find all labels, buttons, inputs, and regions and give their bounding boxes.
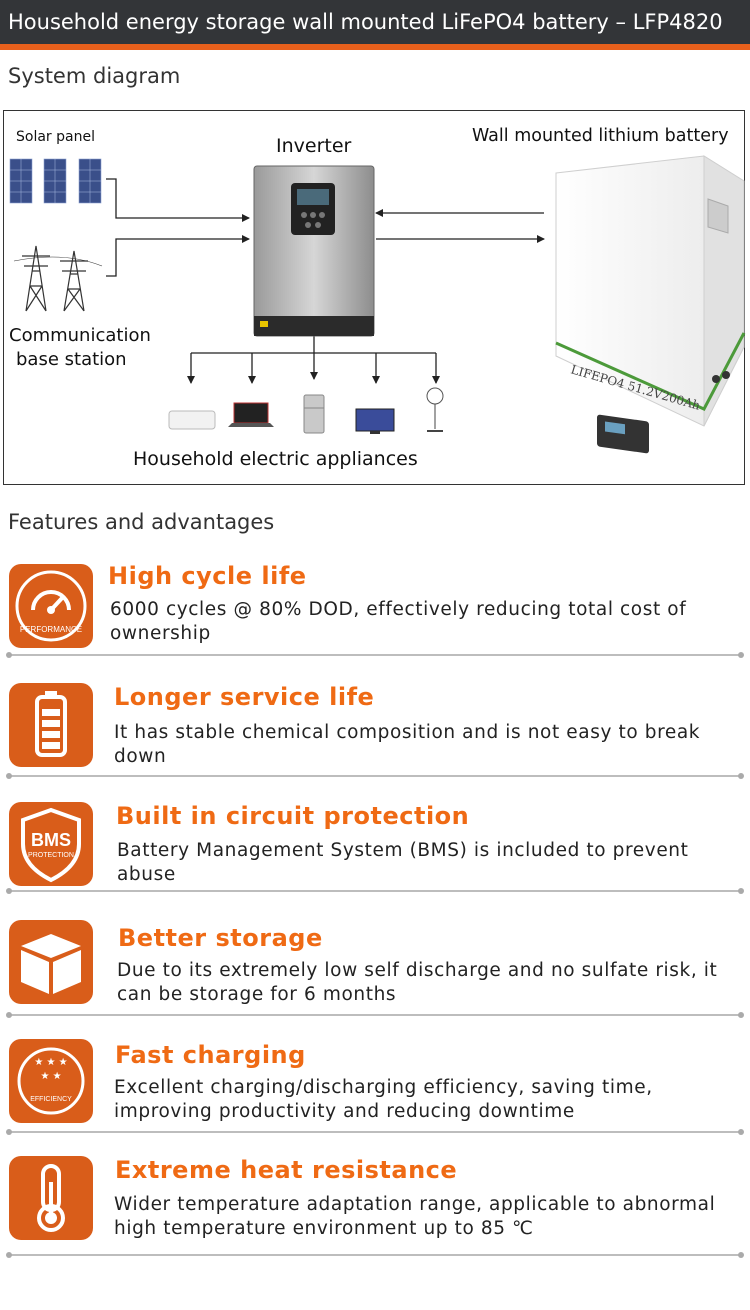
inverter-label: Inverter <box>276 135 352 157</box>
television-icon <box>355 408 395 434</box>
inverter-unit-icon <box>253 165 375 337</box>
feature-divider <box>6 652 744 658</box>
feature-title: Fast charging <box>115 1041 306 1069</box>
efficiency-stars-icon: ★ ★ ★ ★ ★ EFFICIENCY <box>9 1039 93 1123</box>
feature-description: It has stable chemical composition and i… <box>114 722 701 767</box>
svg-text:EFFICIENCY: EFFICIENCY <box>30 1096 72 1103</box>
feature-description: Wider temperature adaptation range, appl… <box>114 1194 716 1239</box>
svg-text:BMS: BMS <box>31 830 71 850</box>
wall-battery-icon: LIFEPO4 51.2V200Ah <box>555 155 746 454</box>
feature-title: Built in circuit protection <box>116 802 470 830</box>
system-diagram: Solar panel Inverter Wall mounted lithiu… <box>3 110 746 485</box>
solar-panel-label: Solar panel <box>16 129 95 145</box>
appliances-label: Household electric appliances <box>133 448 418 470</box>
features-heading: Features and advantages <box>8 510 275 534</box>
feature-description: Battery Management System (BMS) is inclu… <box>117 840 689 885</box>
feature-title: Longer service life <box>114 683 375 711</box>
svg-text:★ ★ ★: ★ ★ ★ <box>34 1057 67 1068</box>
battery-icon <box>9 683 93 767</box>
feature-item-better-storage: Better storage Due to its extremely low … <box>0 920 750 1020</box>
feature-item-circuit-protection: BMS PROTECTION Built in circuit protecti… <box>0 800 750 900</box>
feature-description: Excellent charging/discharging efficienc… <box>114 1077 653 1122</box>
feature-divider <box>6 1129 744 1135</box>
svg-text:★ ★: ★ ★ <box>40 1071 61 1082</box>
header-accent-bar <box>0 44 750 50</box>
thermometer-icon <box>9 1156 93 1240</box>
page-header: Household energy storage wall mounted Li… <box>0 0 750 44</box>
feature-description: 6000 cycles @ 80% DOD, effectively reduc… <box>110 599 687 644</box>
page-title: Household energy storage wall mounted Li… <box>8 10 723 34</box>
feature-item-longer-service-life: Longer service life It has stable chemic… <box>0 683 750 783</box>
feature-item-high-cycle-life: PERFORMANCE High cycle life 6000 cycles … <box>0 562 750 662</box>
feature-divider <box>6 1012 744 1018</box>
feature-description: Due to its extremely low self discharge … <box>117 960 718 1005</box>
performance-gauge-icon: PERFORMANCE <box>9 564 93 648</box>
comm-station-label-1: Communication <box>9 325 151 346</box>
svg-text:PERFORMANCE: PERFORMANCE <box>20 625 82 634</box>
feature-item-fast-charging: ★ ★ ★ ★ ★ EFFICIENCY Fast charging Excel… <box>0 1039 750 1139</box>
feature-title: Extreme heat resistance <box>115 1156 458 1184</box>
feature-divider <box>6 888 744 894</box>
air-conditioner-icon <box>168 410 216 430</box>
feature-divider <box>6 1252 744 1258</box>
refrigerator-icon <box>303 394 325 434</box>
feature-divider <box>6 773 744 779</box>
feature-item-heat-resistance: Extreme heat resistance Wider temperatur… <box>0 1156 750 1266</box>
battery-label: Wall mounted lithium battery <box>472 126 729 146</box>
feature-title: High cycle life <box>108 562 307 590</box>
diagram-graphics: LIFEPO4 51.2V200Ah <box>9 155 746 454</box>
fan-icon <box>426 387 444 432</box>
feature-title: Better storage <box>118 924 323 952</box>
solar-panel-icon <box>9 158 102 204</box>
power-tower-icon <box>13 245 103 312</box>
laptop-icon <box>228 402 274 427</box>
system-diagram-heading: System diagram <box>8 64 181 88</box>
svg-text:PROTECTION: PROTECTION <box>28 852 74 859</box>
bms-shield-icon: BMS PROTECTION <box>9 802 93 886</box>
comm-station-label-2: base station <box>16 349 127 370</box>
box-icon <box>9 920 93 1004</box>
